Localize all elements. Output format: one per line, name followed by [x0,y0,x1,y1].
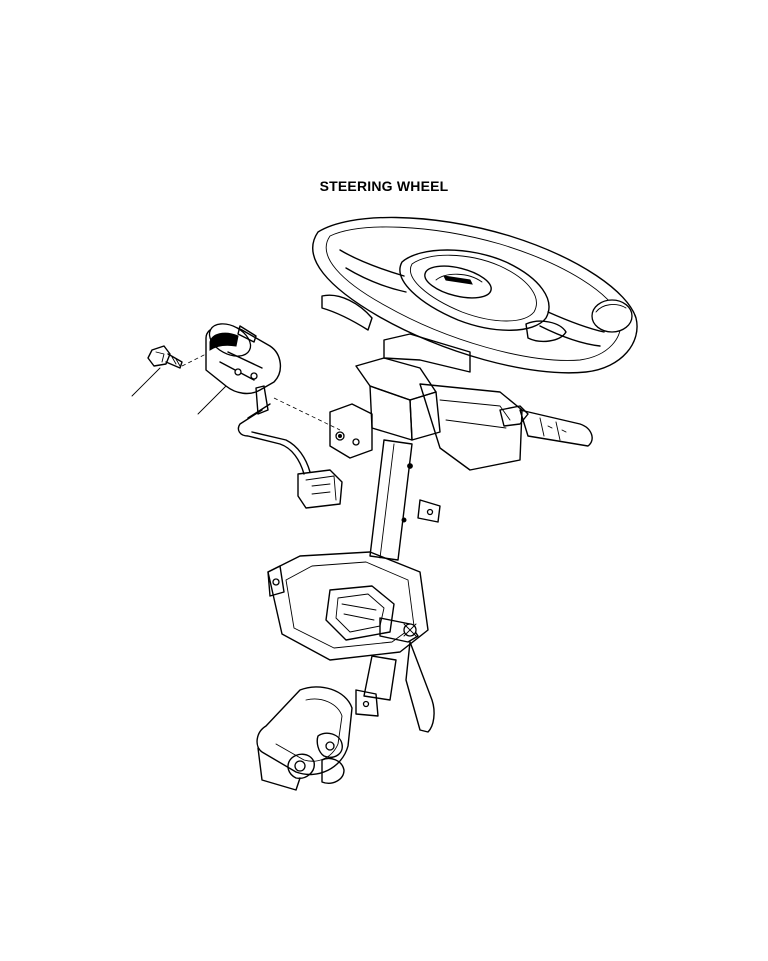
upper-column [321,294,523,471]
leader-line-2 [197,385,227,415]
bolt [147,345,183,369]
combination-switch-lever [499,405,593,447]
universal-joint [256,686,353,791]
leader-line-1 [131,367,161,397]
leader-lines [131,353,341,431]
diagram-title: STEERING WHEEL [319,178,449,194]
steering-wheel [312,216,638,374]
ignition-switch [205,323,281,415]
tilt-bracket [267,551,435,733]
wire-harness-connector [237,403,343,509]
steering-column [369,439,441,561]
